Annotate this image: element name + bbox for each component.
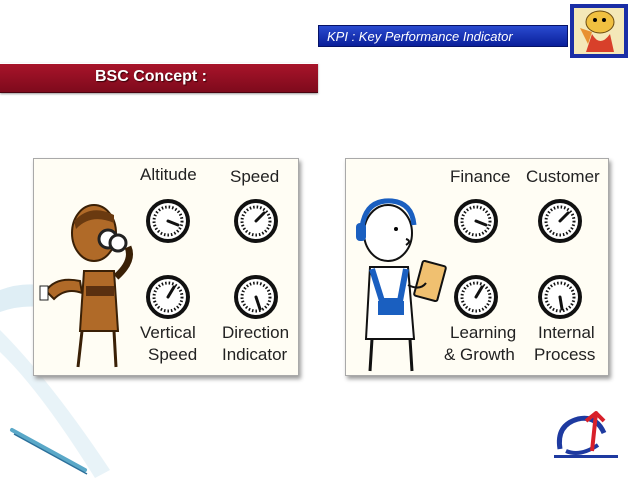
speed-gauge-icon	[234, 199, 278, 243]
section-title-text: BSC Concept :	[95, 68, 207, 85]
label-vertical-speed-line2: Speed	[148, 345, 198, 364]
kpi-title-text: KPI : Key Performance Indicator	[327, 28, 513, 44]
finance-gauge-icon	[454, 199, 498, 243]
pilot-character-icon	[39, 204, 133, 368]
pilot-gauges-panel: Altitude Speed Vertical Speed Direction …	[33, 158, 299, 376]
learning-growth-gauge-icon	[454, 275, 498, 319]
label-internal-line1: Internal	[538, 323, 595, 342]
manager-gauges-panel: Finance Customer Learning & Growth Inter…	[345, 158, 609, 376]
customer-gauge-icon	[538, 199, 582, 243]
manager-with-clipboard-icon	[356, 198, 447, 372]
internal-process-gauge-icon	[538, 275, 582, 319]
direction-gauge-icon	[234, 275, 278, 319]
label-customer: Customer	[526, 167, 600, 186]
label-internal-line2: Process	[534, 345, 596, 364]
label-learning-line1: Learning	[450, 323, 517, 342]
cartoon-character-icon	[570, 4, 628, 58]
label-vertical-speed-line1: Vertical	[140, 323, 196, 342]
label-direction-line2: Indicator	[222, 345, 288, 364]
altitude-gauge-icon	[146, 199, 190, 243]
institute-logo-icon	[554, 411, 618, 458]
corner-logo	[568, 2, 630, 60]
label-direction-line1: Direction	[222, 323, 290, 342]
label-altitude: Altitude	[140, 165, 197, 184]
kpi-title-bar: KPI : Key Performance Indicator	[318, 25, 568, 47]
label-finance: Finance	[450, 167, 511, 186]
vertical-speed-gauge-icon	[146, 275, 190, 319]
label-speed: Speed	[230, 167, 280, 186]
label-learning-line2: & Growth	[444, 345, 515, 364]
section-title-bar: BSC Concept :	[0, 63, 318, 93]
